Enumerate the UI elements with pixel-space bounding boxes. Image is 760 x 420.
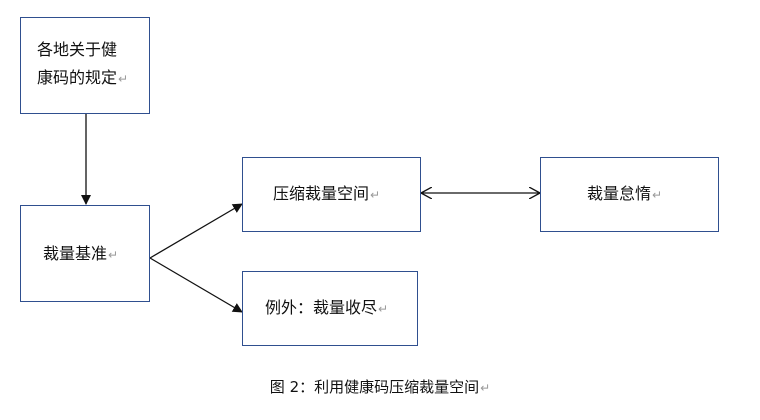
node-discretion-lapse: 裁量怠惰↵ (540, 157, 719, 232)
node-exception-label: 例外：裁量收尽 (265, 298, 378, 317)
paragraph-mark: ↵ (108, 248, 119, 262)
node-discretion-standard-label: 裁量基准 (43, 244, 108, 263)
figure-caption-text: 图 2：利用健康码压缩裁量空间 (269, 378, 480, 396)
node-compress-space: 压缩裁量空间↵ (242, 157, 421, 232)
paragraph-mark: ↵ (378, 302, 389, 316)
paragraph-mark: ↵ (370, 188, 381, 202)
node-compress-space-label: 压缩裁量空间 (273, 184, 370, 203)
node-exception: 例外：裁量收尽↵ (242, 271, 418, 346)
paragraph-mark: ↵ (118, 72, 129, 86)
node-regional-rules-line-2: 康码的规定 (37, 68, 118, 87)
node-discretion-standard: 裁量基准↵ (20, 205, 150, 302)
paragraph-mark: ↵ (652, 188, 663, 202)
paragraph-mark: ↵ (480, 381, 491, 395)
arrow-standard-to-compress (149, 203, 243, 259)
figure-caption: 图 2：利用健康码压缩裁量空间↵ (0, 376, 760, 397)
node-discretion-lapse-label: 裁量怠惰 (587, 184, 652, 203)
node-regional-rules: 各地关于健 康码的规定↵ (20, 17, 150, 114)
node-regional-rules-line-1: 各地关于健 (37, 40, 118, 59)
arrow-standard-to-exception (149, 257, 243, 313)
